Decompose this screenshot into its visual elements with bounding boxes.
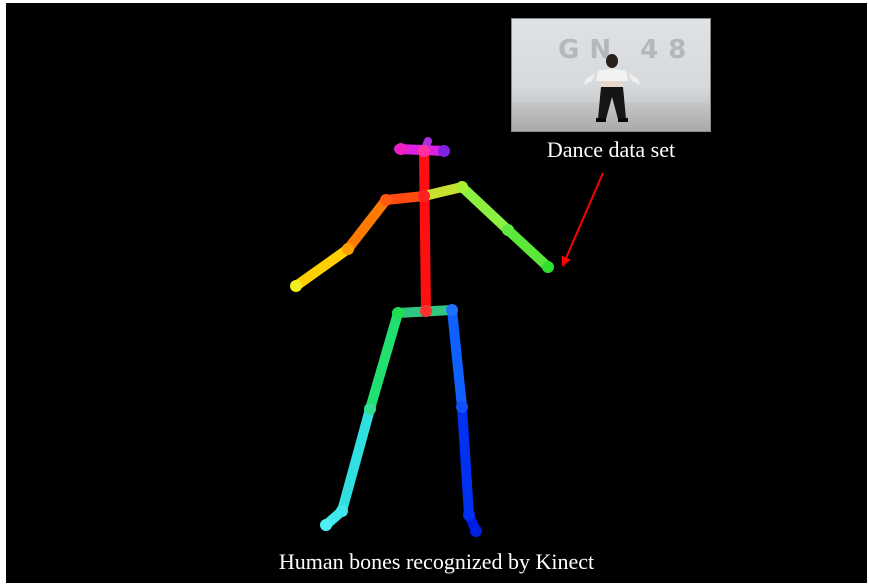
left-shin-bone [462, 407, 469, 515]
mid-hip-joint [420, 305, 432, 317]
left-ankle-joint [463, 509, 475, 521]
left-shoulder-joint [456, 181, 468, 193]
left-knee-joint [456, 401, 468, 413]
right-ankle-joint [336, 505, 348, 517]
right-hip-joint [392, 307, 404, 319]
head-joint [418, 145, 430, 157]
right-shin-bone [342, 409, 370, 511]
head-right-joint [438, 145, 450, 157]
spine-bone [424, 153, 426, 311]
left-forearm-bone [508, 230, 548, 267]
right-hand-joint [290, 280, 302, 292]
right-knee-joint [364, 403, 376, 415]
left-elbow-joint [502, 224, 514, 236]
figure-canvas: GN 48 Dance data set Human bones recogni… [6, 3, 867, 583]
dancer-figure [512, 19, 710, 131]
left-thigh-bone [452, 310, 462, 407]
right-shoulder-joint [380, 194, 392, 206]
skeleton-caption: Human bones recognized by Kinect [6, 549, 867, 575]
head-left-joint [395, 143, 407, 155]
right-elbow-joint [342, 243, 354, 255]
right-forearm-bone [296, 249, 348, 286]
pointer-arrow [563, 173, 603, 265]
right-foot-joint [320, 519, 332, 531]
right-thigh-bone [370, 313, 398, 409]
kinect-skeleton [6, 3, 867, 583]
dance-dataset-photo: GN 48 [511, 18, 711, 132]
dataset-caption: Dance data set [526, 137, 696, 163]
left-upper-arm-bone [462, 187, 508, 230]
neck-joint [418, 190, 430, 202]
left-hip-joint [446, 304, 458, 316]
left-hand-joint [542, 261, 554, 273]
right-upper-arm-bone [348, 200, 386, 249]
left-foot-joint [470, 525, 482, 537]
